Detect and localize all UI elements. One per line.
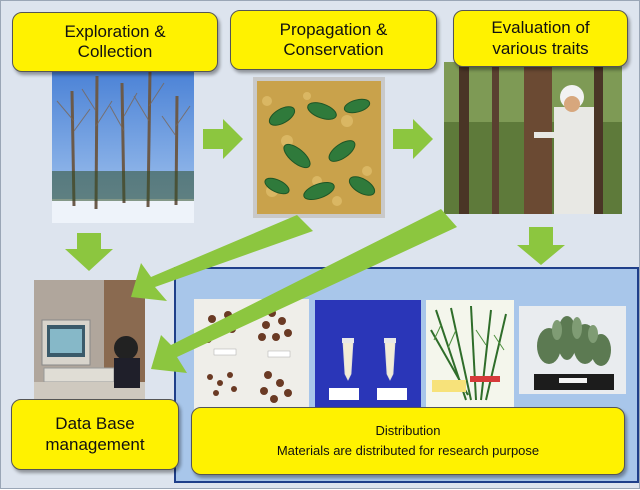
arrow-right-icon	[393, 119, 433, 159]
tree-measurement-photo	[444, 62, 622, 214]
exploration-line2: Collection	[77, 42, 153, 61]
evaluation-line2: various traits	[492, 38, 589, 58]
arrow-down-icon	[65, 233, 113, 271]
computer-workstation-photo	[34, 280, 145, 400]
evaluation-line1: Evaluation of	[491, 18, 590, 38]
seed-samples-photo	[194, 299, 309, 412]
database-line1: Data Base	[55, 414, 135, 434]
database-line2: management	[45, 434, 145, 454]
seedlings-photo	[253, 77, 385, 218]
sample-tubes-photo	[315, 300, 421, 410]
distribution-subtitle: Materials are distributed for research p…	[276, 443, 540, 458]
arrow-down-icon	[517, 227, 565, 265]
propagation-label: Propagation & Conservation	[230, 10, 437, 70]
conifer-branches-photo	[426, 300, 514, 411]
arrow-right-icon	[203, 119, 243, 159]
exploration-line1: Exploration &	[64, 21, 166, 41]
database-label: Data Base management	[11, 399, 179, 470]
distribution-label: Distribution Materials are distributed f…	[191, 407, 625, 475]
exploration-label: Exploration & Collection	[12, 12, 218, 72]
propagation-line1: Propagation &	[279, 19, 388, 39]
evaluation-label: Evaluation of various traits	[453, 10, 628, 67]
potted-seedlings-photo	[519, 306, 626, 394]
forest-photo	[52, 71, 194, 223]
distribution-title: Distribution	[375, 423, 441, 439]
propagation-line2: Conservation	[283, 40, 384, 59]
